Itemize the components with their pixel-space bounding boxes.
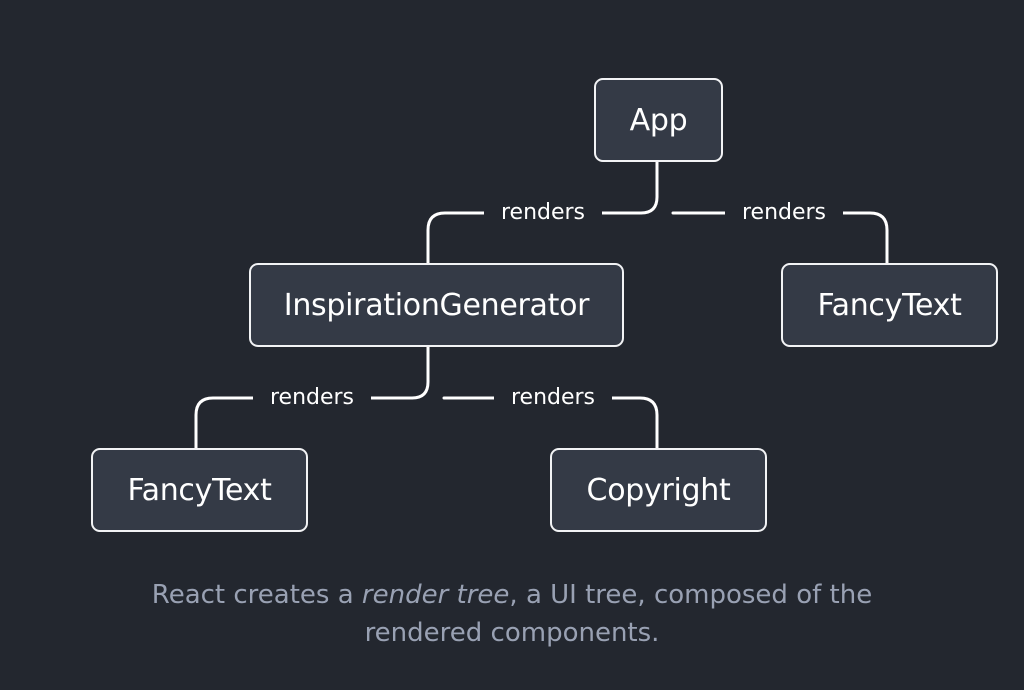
diagram-caption: React creates a render tree, a UI tree, … — [112, 576, 912, 652]
edge-label-app-to-fancy-text: renders — [725, 197, 843, 229]
node-fancy-text-top: FancyText — [781, 263, 998, 347]
edge-label-inspiration-generator-to-fancy-text: renders — [253, 382, 371, 414]
caption-text-after: , a UI tree, composed of the rendered co… — [364, 580, 873, 648]
caption-emphasis: render tree — [361, 580, 510, 610]
connector-app-to-fancy-text — [671, 211, 889, 265]
connector-app-stem — [639, 160, 659, 215]
node-fancy-text-bottom: FancyText — [91, 448, 308, 532]
connector-inspiration-generator-stem — [410, 345, 430, 400]
node-copyright-label: Copyright — [586, 472, 731, 508]
node-fancy-text-top-label: FancyText — [817, 287, 962, 323]
caption-text-before: React creates a — [151, 580, 362, 610]
node-inspiration-generator-label: InspirationGenerator — [283, 287, 590, 323]
connector-app-to-inspiration-generator — [426, 211, 643, 265]
node-copyright: Copyright — [550, 448, 767, 532]
node-app-label: App — [629, 102, 688, 138]
connector-inspiration-generator-to-copyright — [442, 396, 659, 450]
node-fancy-text-bottom-label: FancyText — [127, 472, 272, 508]
edge-label-app-to-inspiration-generator: renders — [484, 197, 602, 229]
node-app: App — [594, 78, 723, 162]
edge-label-inspiration-generator-to-copyright: renders — [494, 382, 612, 414]
node-inspiration-generator: InspirationGenerator — [249, 263, 624, 347]
connector-inspiration-generator-to-fancy-text — [194, 396, 414, 450]
